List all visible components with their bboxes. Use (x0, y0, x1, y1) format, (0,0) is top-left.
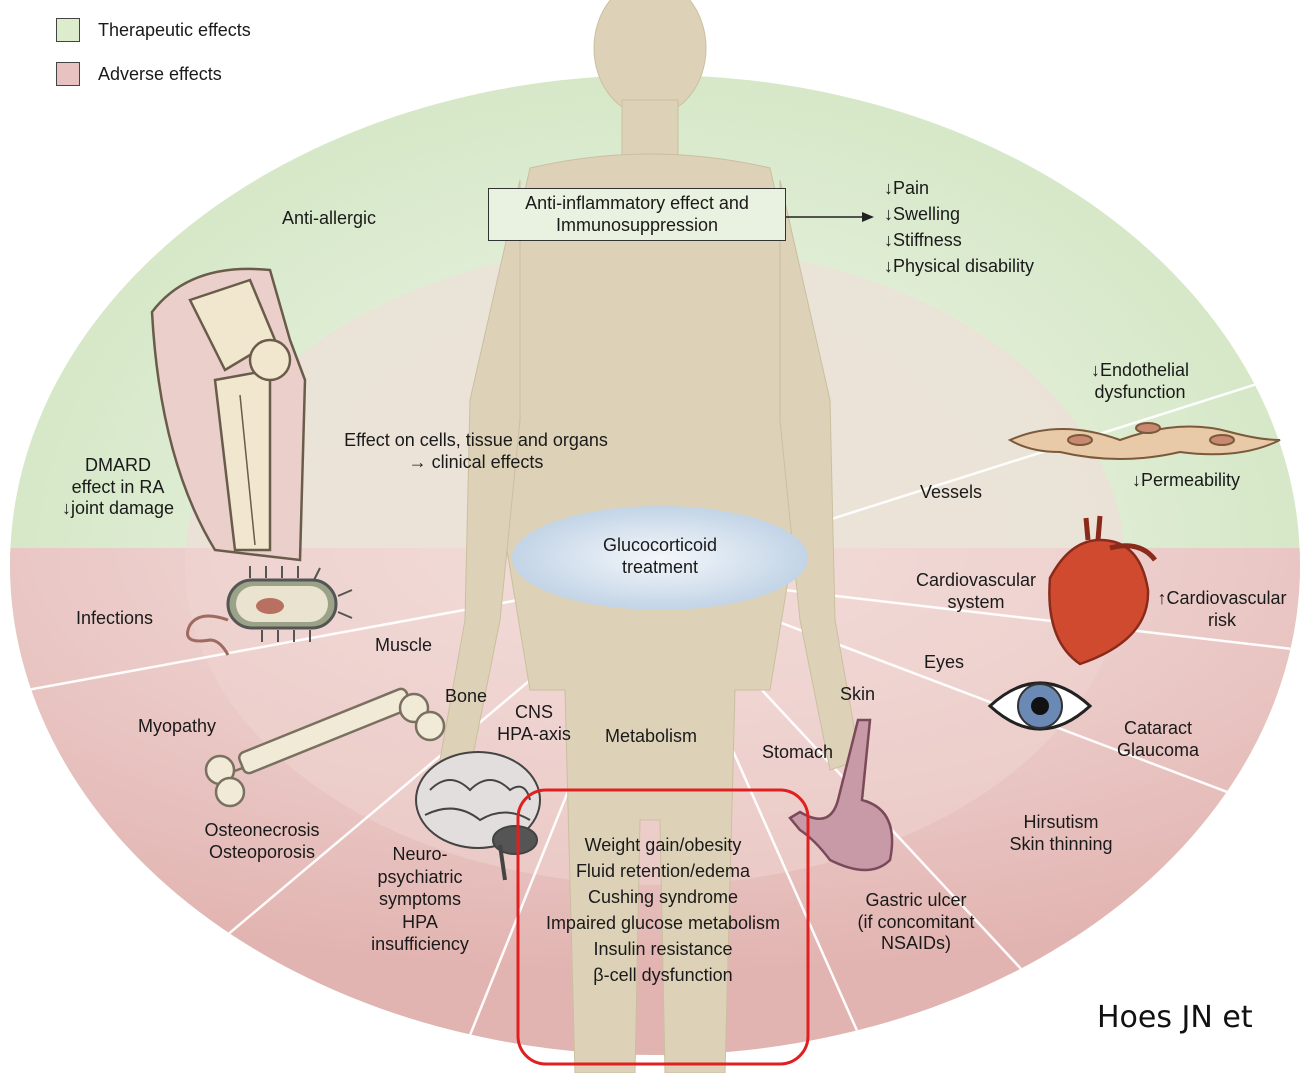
cns-line1: CNS (488, 702, 580, 724)
anti-inflammatory-outcomes: ↓Pain ↓Swelling ↓Stiffness ↓Physical dis… (884, 175, 1034, 279)
osteoporosis-label: Osteoporosis (180, 842, 344, 864)
center-line1: Glucocorticoid (560, 535, 760, 557)
metabolic-effects-label: Weight gain/obesity Fluid retention/edem… (518, 832, 808, 989)
outcome-stiffness: ↓Stiffness (884, 227, 1034, 253)
anti-inflammatory-line1: Anti-inflammatory effect and (499, 193, 775, 215)
metabolic-line1: Weight gain/obesity (518, 832, 808, 858)
eye-effects-label: Cataract Glaucoma (1098, 718, 1218, 761)
neuro-line4: HPA (352, 911, 488, 934)
metabolism-label: Metabolism (605, 726, 697, 748)
anti-inflammatory-line2: Immunosuppression (499, 215, 775, 237)
cardiovascular-line1: Cardiovascular (900, 570, 1052, 592)
cardio-risk-line1: ↑Cardiovascular (1146, 588, 1298, 610)
eyes-label: Eyes (924, 652, 964, 674)
cataract-label: Cataract (1098, 718, 1218, 740)
metabolic-line3: Cushing syndrome (518, 884, 808, 910)
outcome-physical-disability: ↓Physical disability (884, 253, 1034, 279)
center-line2: treatment (560, 557, 760, 579)
dmard-label: DMARD effect in RA ↓joint damage (58, 455, 178, 520)
effect-caption-line1: Effect on cells, tissue and organs (310, 430, 642, 452)
muscle-label: Muscle (375, 635, 432, 657)
stomach-label: Stomach (762, 742, 833, 764)
gastric-line3: NSAIDs) (836, 933, 996, 955)
dmard-line2: effect in RA (58, 477, 178, 499)
outcome-swelling: ↓Swelling (884, 201, 1034, 227)
glucocorticoid-treatment-label: Glucocorticoid treatment (560, 535, 760, 578)
neuro-line2: psychiatric (352, 866, 488, 889)
gastric-line1: Gastric ulcer (836, 890, 996, 912)
endothelial-line2: dysfunction (1060, 382, 1220, 404)
gastric-line2: (if concomitant (836, 912, 996, 934)
legend-adverse: Adverse effects (56, 62, 222, 86)
legend-label-therapeutic: Therapeutic effects (98, 20, 251, 41)
metabolic-line6: β-cell dysfunction (518, 962, 808, 988)
effect-caption-line2: → clinical effects (310, 452, 642, 474)
cardiovascular-line2: system (900, 592, 1052, 614)
neuro-line3: symptoms (352, 888, 488, 911)
neuro-line5: insufficiency (352, 933, 488, 956)
cardiovascular-risk-label: ↑Cardiovascular risk (1146, 588, 1298, 631)
metabolic-line2: Fluid retention/edema (518, 858, 808, 884)
cardiovascular-system-label: Cardiovascular system (900, 570, 1052, 613)
myopathy-label: Myopathy (138, 716, 216, 738)
osteo-label: Osteonecrosis Osteoporosis (180, 820, 344, 863)
skin-label: Skin (840, 684, 875, 706)
skin-thinning-label: Skin thinning (986, 834, 1136, 856)
cns-label: CNS HPA-axis (488, 702, 580, 745)
neuro-line1: Neuro- (352, 843, 488, 866)
skin-effects-label: Hirsutism Skin thinning (986, 812, 1136, 855)
legend-swatch-therapeutic (56, 18, 80, 42)
legend-label-adverse: Adverse effects (98, 64, 222, 85)
legend-swatch-adverse (56, 62, 80, 86)
neuro-label: Neuro- psychiatric symptoms HPA insuffic… (352, 843, 488, 956)
metabolic-line4: Impaired glucose metabolism (518, 910, 808, 936)
vessels-label: Vessels (920, 482, 982, 504)
cns-line2: HPA-axis (488, 724, 580, 746)
cardio-risk-line2: risk (1146, 610, 1298, 632)
bone-label: Bone (445, 686, 487, 708)
glaucoma-label: Glaucoma (1098, 740, 1218, 762)
gastric-ulcer-label: Gastric ulcer (if concomitant NSAIDs) (836, 890, 996, 955)
permeability-label: ↓Permeability (1132, 470, 1240, 492)
dmard-line1: DMARD (58, 455, 178, 477)
dmard-line3: ↓joint damage (58, 498, 178, 520)
anti-inflammatory-box: Anti-inflammatory effect and Immunosuppr… (488, 188, 786, 241)
outcome-pain: ↓Pain (884, 175, 1034, 201)
metabolic-line5: Insulin resistance (518, 936, 808, 962)
endothelial-label: ↓Endothelial dysfunction (1060, 360, 1220, 403)
osteonecrosis-label: Osteonecrosis (180, 820, 344, 842)
endothelial-line1: ↓Endothelial (1060, 360, 1220, 382)
effect-caption: Effect on cells, tissue and organs → cli… (310, 430, 642, 473)
hirsutism-label: Hirsutism (986, 812, 1136, 834)
citation-text: Hoes JN et (1097, 1000, 1253, 1035)
infections-label: Infections (76, 608, 153, 630)
anti-allergic-label: Anti-allergic (282, 208, 376, 230)
legend-therapeutic: Therapeutic effects (56, 18, 251, 42)
